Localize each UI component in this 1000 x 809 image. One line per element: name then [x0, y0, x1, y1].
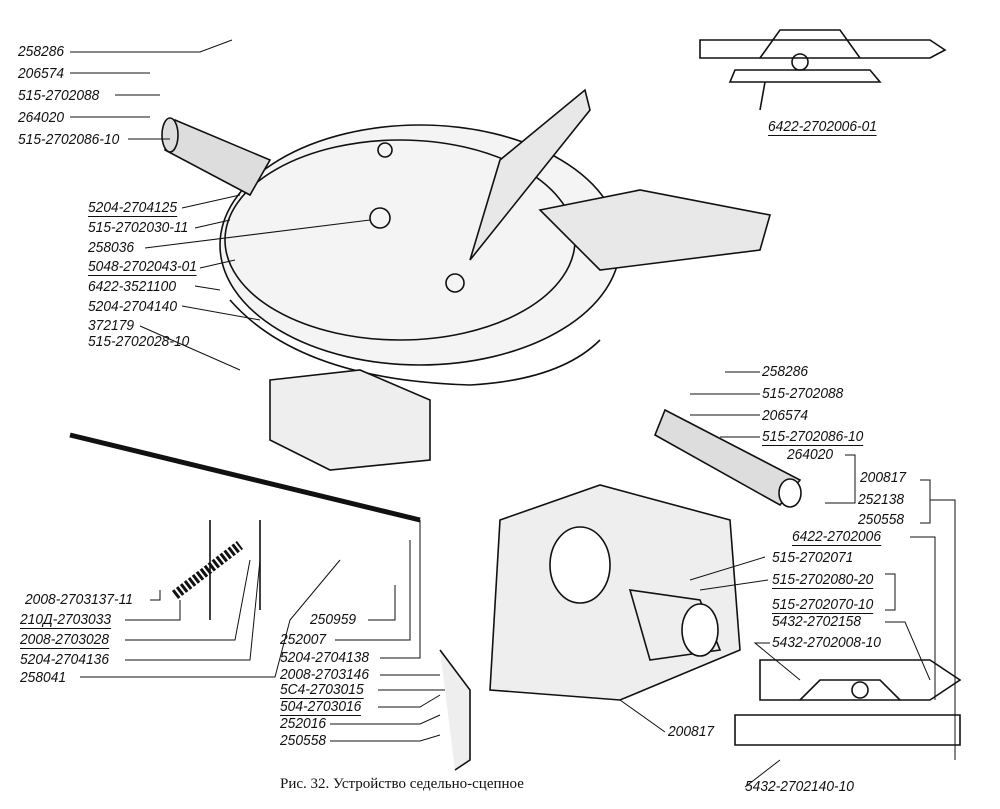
part-label: 210Д-2703033	[20, 611, 112, 629]
part-label: 5204-2704140	[88, 298, 178, 315]
part-label: 264020	[787, 446, 834, 463]
part-label: 2008-2703028	[20, 631, 110, 649]
part-label: 200817	[860, 469, 907, 486]
part-label: 5432-2702008-10	[772, 634, 881, 651]
bracket-assembly	[69, 369, 431, 620]
part-label: 258286	[18, 43, 65, 60]
part-label: 250558	[858, 511, 905, 528]
part-label: 515-2702088	[18, 87, 100, 104]
part-label: 5432-2702140-10	[745, 778, 854, 795]
part-label: 200817	[668, 723, 715, 740]
part-label: 252016	[280, 715, 327, 732]
leader-lines	[70, 39, 956, 788]
part-label: 5204-2704138	[280, 649, 370, 666]
part-label: 5204-2704125	[88, 199, 178, 217]
inset-bottom-view	[734, 659, 962, 746]
part-label: 515-2702028-10	[88, 333, 190, 350]
part-label: 2008-2703137-11	[25, 591, 133, 608]
part-label: 6422-2702006-01	[768, 118, 877, 136]
part-label: 258286	[762, 363, 809, 380]
part-label: 252138	[858, 491, 905, 508]
part-label: 515-2702086-10	[18, 131, 120, 148]
part-label: 250558	[280, 732, 327, 749]
part-label: 5432-2702158	[772, 613, 862, 630]
part-label: 6422-3521100	[88, 278, 177, 295]
part-label: 250959	[310, 611, 357, 628]
part-label: 5204-2704136	[20, 651, 110, 668]
part-label: 515-2702030-11	[88, 219, 189, 236]
part-label: 372179	[88, 317, 135, 334]
figure-caption: Рис. 32. Устройство седельно-сцепное	[280, 776, 524, 792]
part-label: 2008-2703146	[280, 666, 370, 683]
part-label: 5С4-2703015	[280, 681, 364, 699]
part-label: 515-2702071	[772, 549, 854, 566]
part-label: 6422-2702006	[792, 528, 882, 546]
pin-left	[161, 117, 272, 197]
pin-right	[653, 408, 802, 508]
part-label: 206574	[18, 65, 65, 82]
part-label: 5048-2702043-01	[88, 258, 197, 276]
part-label: 515-2702070-10	[772, 596, 874, 614]
part-label: 264020	[18, 109, 65, 126]
part-label: 515-2702080-20	[772, 571, 874, 589]
part-label: 252007	[280, 631, 327, 648]
coupling-plate	[219, 88, 772, 386]
part-label: 258041	[20, 669, 67, 686]
part-label: 515-2702088	[762, 385, 844, 402]
part-label: 504-2703016	[280, 698, 362, 716]
inset-side-view-top	[699, 29, 947, 111]
part-label: 258036	[88, 239, 135, 256]
part-label: 515-2702086-10	[762, 428, 864, 446]
part-label: 206574	[762, 407, 809, 424]
saddle-bearing	[439, 484, 741, 771]
